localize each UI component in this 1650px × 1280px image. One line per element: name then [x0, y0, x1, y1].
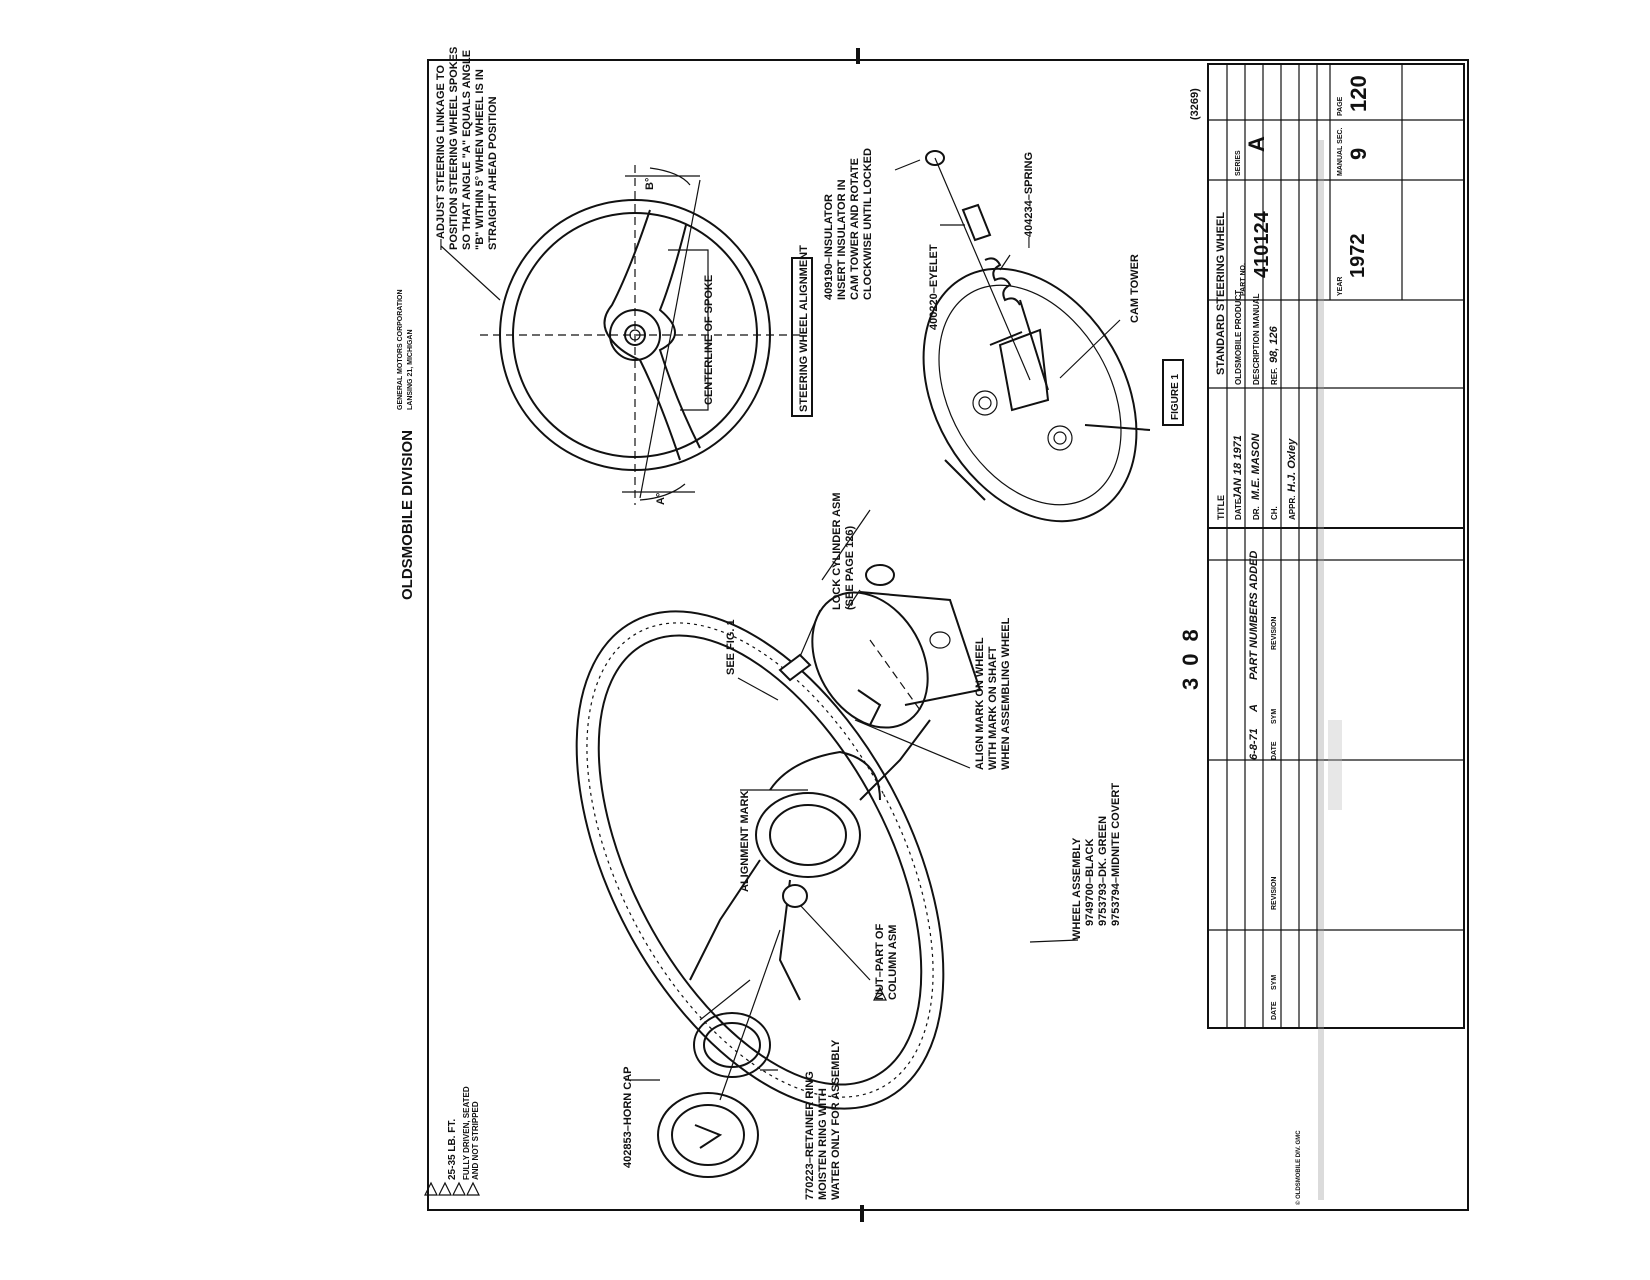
dr-label: DR. — [1252, 506, 1261, 520]
ref-label: REF. — [1270, 368, 1279, 385]
division-title: OLDSMOBILE DIVISION — [399, 430, 416, 600]
figure-1-label: FIGURE 1 — [1170, 373, 1181, 420]
svg-text:WHEN ASSEMBLING WHEEL: WHEN ASSEMBLING WHEEL — [1000, 617, 1012, 770]
year-label: YEAR — [1337, 277, 1344, 296]
svg-text:9753794–MIDNITE COVERT: 9753794–MIDNITE COVERT — [1110, 783, 1122, 926]
nut-callout: NUT–PART OF COLUMN ASM — [874, 924, 899, 1000]
cam-tower-callout: CAM TOWER — [1129, 254, 1141, 323]
rev-entry-sym: A — [1248, 704, 1260, 713]
align-mark-callout: ALIGN MARK ON WHEEL WITH MARK ON SHAFT W… — [974, 617, 1012, 770]
wheel-assembly-callout: WHEEL ASSEMBLY 9749700–BLACK 9753793–DK.… — [1071, 783, 1122, 940]
series-value: A — [1244, 136, 1269, 152]
svg-text:FULLY DRIVEN, SEATED: FULLY DRIVEN, SEATED — [462, 1086, 471, 1180]
svg-text:STRAIGHT AHEAD POSITION: STRAIGHT AHEAD POSITION — [487, 96, 499, 250]
horn-cap-callout: 402853–HORN CAP — [622, 1067, 634, 1169]
svg-text:9749700–BLACK: 9749700–BLACK — [1084, 839, 1096, 926]
angle-a-label: A° — [655, 493, 667, 505]
svg-text:SO THAT ANGLE "A" EQUALS ANGLE: SO THAT ANGLE "A" EQUALS ANGLE — [461, 50, 473, 250]
note-leader — [440, 245, 501, 301]
svg-text:COLUMN ASM: COLUMN ASM — [887, 925, 899, 1000]
svg-text:(SEE PAGE 126): (SEE PAGE 126) — [844, 526, 856, 610]
footer-small-print: © OLDSMOBILE DIV. GMC — [1295, 1130, 1302, 1205]
svg-text:770223–RETAINER RING: 770223–RETAINER RING — [804, 1071, 816, 1200]
appr-value: H.J. Oxley — [1286, 438, 1298, 492]
dr-value: M.E. MASON — [1250, 432, 1262, 500]
drawing-border — [427, 59, 1469, 1211]
manual-sec-value: 9 — [1346, 148, 1371, 160]
alignment-title-box — [791, 257, 813, 417]
date-label: DATE — [1234, 498, 1243, 520]
svg-text:WATER ONLY FOR ASSEMBLY: WATER ONLY FOR ASSEMBLY — [830, 1039, 842, 1200]
header-block: OLDSMOBILE DIVISION — [399, 430, 416, 600]
product-label-1: OLDSMOBILE PRODUCT — [1234, 290, 1243, 385]
rev-col-sym-2: SYM — [1271, 975, 1278, 990]
angle-b-label: B° — [644, 178, 656, 190]
eyelet-callout: 400220–EYELET — [928, 244, 940, 330]
torque-note: 25-35 LB. FT. — [447, 1119, 458, 1180]
drawing-title: STANDARD STEERING WHEEL — [1215, 212, 1227, 375]
svg-text:MOISTEN RING WITH: MOISTEN RING WITH — [817, 1088, 829, 1200]
alignment-mark-callout: ALIGNMENT MARK — [739, 791, 751, 892]
corp-line-2: LANSING 21, MICHIGAN — [407, 329, 414, 410]
scan-noise — [1318, 140, 1342, 1200]
svg-text:AND NOT STRIPPED: AND NOT STRIPPED — [471, 1101, 480, 1180]
part-number: 410124 — [1251, 210, 1273, 278]
svg-text:NUT–PART OF: NUT–PART OF — [874, 924, 886, 1000]
code-number: (3269) — [1189, 88, 1201, 120]
figure-1-box — [1162, 359, 1184, 426]
cam-tower-figure — [922, 150, 1151, 523]
ch-label: CH. — [1270, 506, 1279, 520]
series-label: SERIES — [1235, 150, 1242, 176]
svg-text:9753793–DK. GREEN: 9753793–DK. GREEN — [1097, 816, 1109, 926]
page-value: 120 — [1346, 75, 1371, 112]
svg-text:ALIGN MARK ON WHEEL: ALIGN MARK ON WHEEL — [974, 637, 986, 770]
spring-callout: —404234–SPRING — [1023, 152, 1035, 248]
svg-text:LOCK CYLINDER ASM: LOCK CYLINDER ASM — [831, 492, 843, 610]
rev-col-date: DATE — [1271, 741, 1278, 760]
alignment-note: —ADJUST STEERING LINKAGE TO POSITION STE… — [435, 47, 499, 250]
rev-entry-text: PART NUMBERS ADDED — [1248, 551, 1260, 680]
svg-text:WITH MARK ON SHAFT: WITH MARK ON SHAFT — [987, 646, 999, 770]
rev-col-revision-2: REVISION — [1271, 877, 1278, 910]
see-fig-callout: SEE FIG. 1 — [725, 619, 737, 675]
svg-text:—ADJUST STEERING LINKAGE TO: —ADJUST STEERING LINKAGE TO — [435, 65, 447, 250]
part-label: PART NO. — [1240, 263, 1247, 296]
corp-block: GENERAL MOTORS CORPORATION LANSING 21, M… — [397, 289, 414, 410]
date-value: JAN 18 1971 — [1232, 435, 1244, 500]
rev-col-revision: REVISION — [1271, 617, 1278, 650]
insulator-callout: 409190–INSULATOR INSERT INSULATOR IN CAM… — [823, 148, 874, 300]
ref-value: 98, 126 — [1268, 325, 1280, 363]
fully-driven-note: FULLY DRIVEN, SEATED AND NOT STRIPPED — [462, 1086, 480, 1180]
page-number-large: 308 — [1178, 617, 1203, 690]
rev-col-sym: SYM — [1271, 709, 1278, 724]
year-value: 1972 — [1347, 234, 1369, 279]
title-block — [1207, 63, 1465, 1029]
svg-text:POSITION STEERING WHEEL SPOKES: POSITION STEERING WHEEL SPOKES — [448, 47, 460, 250]
appr-label: APPR. — [1288, 496, 1297, 520]
svg-text:WHEEL ASSEMBLY: WHEEL ASSEMBLY — [1071, 837, 1083, 940]
title-label: TITLE — [1216, 495, 1226, 520]
rev-col-date-2: DATE — [1271, 1001, 1278, 1020]
product-label-2: DESCRIPTION MANUAL — [1252, 293, 1261, 385]
manual-sec-label: MANUAL SEC. — [1337, 127, 1344, 176]
corp-line-1: GENERAL MOTORS CORPORATION — [397, 289, 404, 410]
svg-text:"B" WITHIN 5° WHEN WHEEL IS IN: "B" WITHIN 5° WHEN WHEEL IS IN — [474, 69, 486, 250]
retainer-ring-callout: 770223–RETAINER RING MOISTEN RING WITH W… — [804, 1039, 842, 1200]
alignment-wheel-figure — [480, 165, 800, 505]
svg-text:CLOCKWISE UNTIL LOCKED: CLOCKWISE UNTIL LOCKED — [862, 148, 874, 300]
rev-entry-date: 6-8-71 — [1248, 728, 1260, 760]
steering-wheel-exploded-view — [575, 509, 982, 1178]
page-label: PAGE — [1337, 96, 1344, 116]
svg-text:409190–INSULATOR: 409190–INSULATOR — [823, 194, 835, 300]
lock-cylinder-callout: LOCK CYLINDER ASM (SEE PAGE 126) — [831, 492, 856, 610]
centerline-label: CENTERLINE OF SPOKE — [703, 275, 715, 405]
alignment-title: STEERING WHEEL ALIGNMENT — [798, 245, 810, 412]
svg-text:CAM TOWER AND ROTATE: CAM TOWER AND ROTATE — [849, 158, 861, 300]
svg-text:INSERT INSULATOR IN: INSERT INSULATOR IN — [836, 179, 848, 300]
triangle-notes — [424, 1181, 480, 1196]
